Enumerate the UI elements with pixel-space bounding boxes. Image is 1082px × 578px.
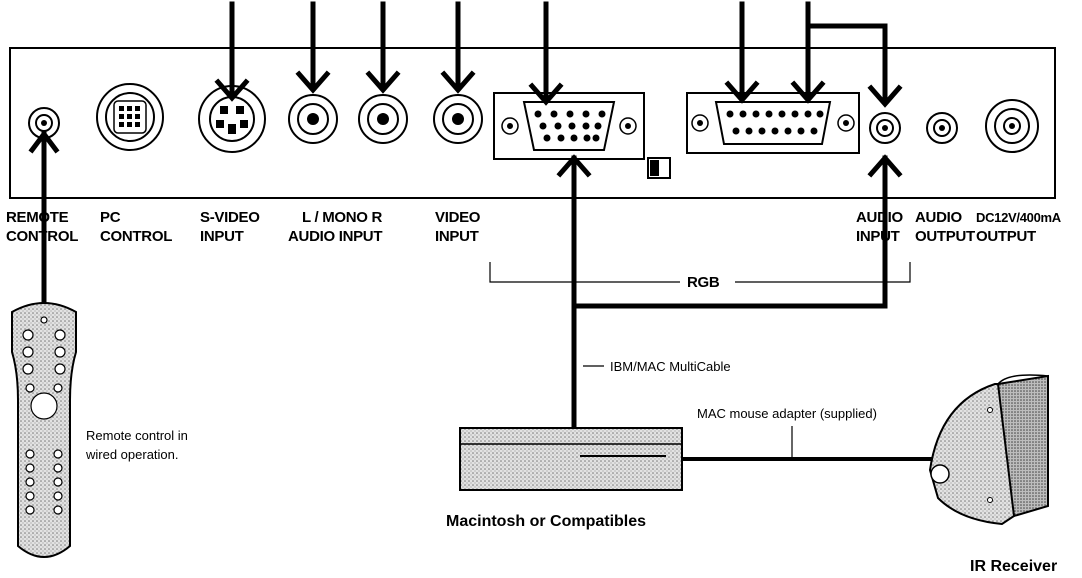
audio-l-jack[interactable] (288, 94, 338, 144)
macintosh-computer (459, 427, 683, 491)
video-jack[interactable] (433, 94, 483, 144)
pc-control-port[interactable] (96, 83, 164, 151)
rgb-select-switch[interactable] (647, 157, 671, 179)
label-audio-lr-2: AUDIO INPUT (288, 228, 382, 245)
label-remote-control-2: CONTROL (6, 228, 78, 245)
receiver-label: IR Receiver (970, 558, 1057, 575)
label-remote-control-1: REMOTE (6, 209, 69, 226)
label-s-video-2: INPUT (200, 228, 244, 245)
label-video-input-2: INPUT (435, 228, 479, 245)
input-arrows (214, 1, 903, 108)
label-pc-control-2: CONTROL (100, 228, 172, 245)
computer-label: Macintosh or Compatibles (446, 513, 646, 530)
audio-input-jack[interactable] (869, 112, 901, 144)
label-audio-output-1: AUDIO (915, 209, 962, 226)
adapter-label: MAC mouse adapter (supplied) (697, 406, 877, 421)
remote-caption-2: wired operation. (85, 447, 179, 462)
label-video-input-1: VIDEO (435, 209, 481, 226)
label-audio-input-1: AUDIO (856, 209, 903, 226)
remote-control[interactable] (11, 302, 77, 558)
audio-r-jack[interactable] (358, 94, 408, 144)
rgb-label: RGB (687, 274, 720, 291)
label-s-video-1: S-VIDEO (200, 209, 260, 226)
rgb-port-mac[interactable] (686, 92, 860, 154)
dc-output-jack[interactable] (985, 99, 1039, 153)
audio-output-jack[interactable] (926, 112, 958, 144)
rgb-port-vga[interactable] (493, 92, 645, 160)
label-dc-output-2: OUTPUT (976, 228, 1036, 245)
label-audio-output-2: OUTPUT (915, 228, 975, 245)
s-video-port[interactable] (198, 85, 266, 153)
label-pc-control-1: PC (100, 209, 121, 226)
label-audio-lr-1: L / MONO R (302, 209, 383, 226)
ir-receiver (928, 374, 1049, 526)
label-dc-output-1: DC12V/400mA (976, 210, 1062, 225)
remote-caption-1: Remote control in (86, 428, 188, 443)
rgb-bracket (489, 262, 911, 283)
label-audio-input-2: INPUT (856, 228, 900, 245)
cable-label: IBM/MAC MultiCable (610, 359, 731, 374)
panel-labels: REMOTE CONTROL PC CONTROL S-VIDEO INPUT … (6, 209, 1062, 245)
